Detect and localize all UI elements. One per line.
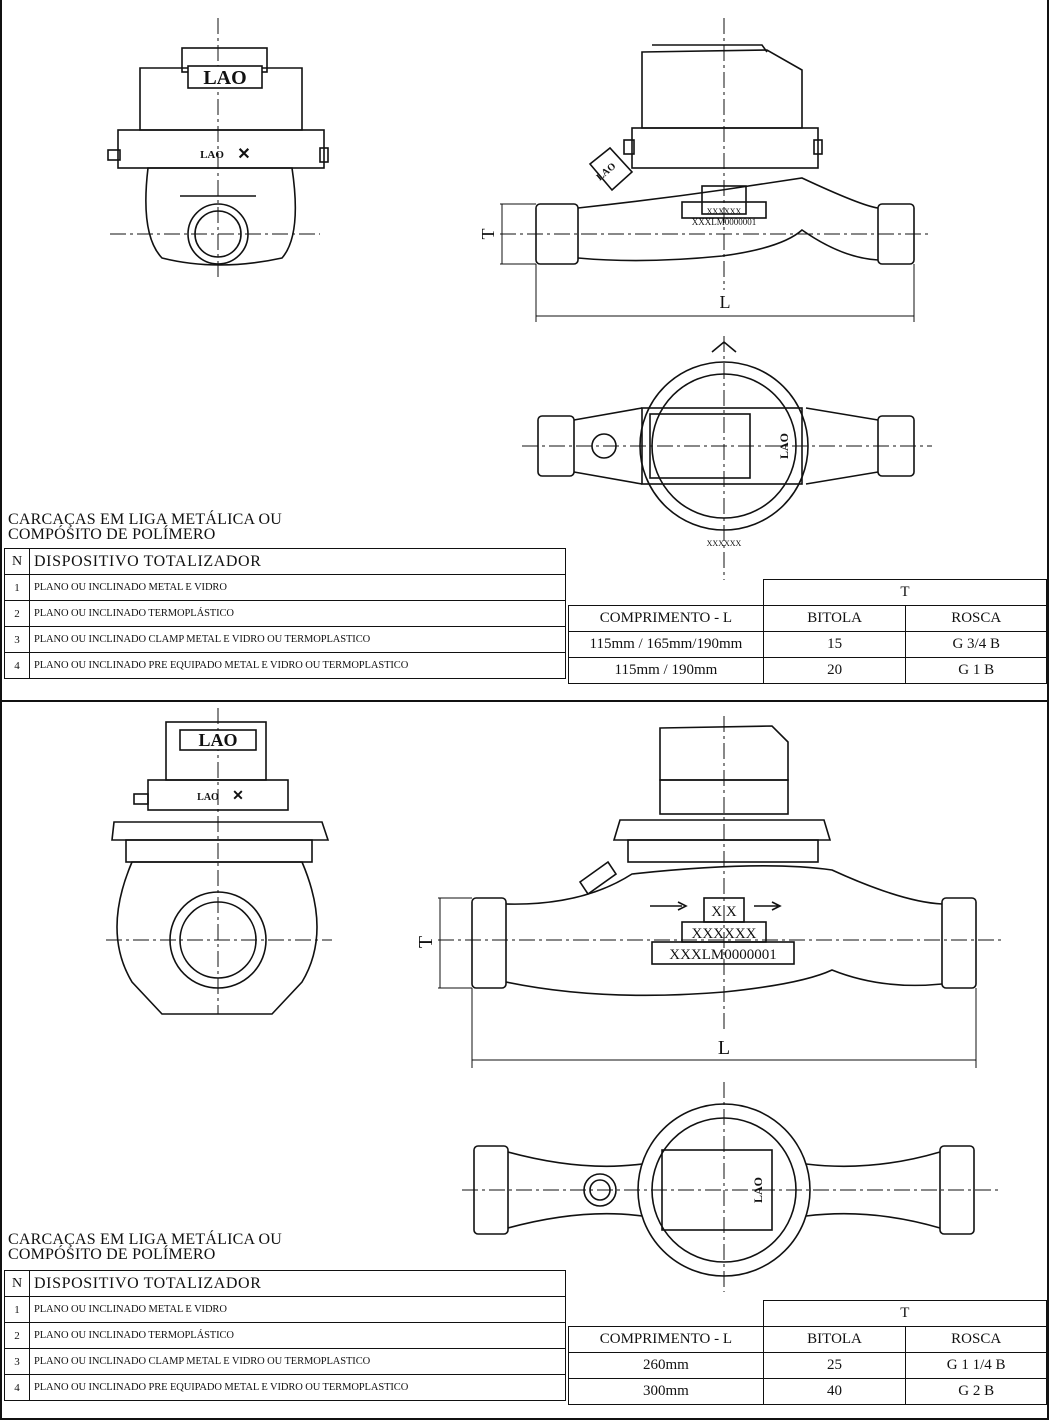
svg-text:✕: ✕ bbox=[237, 146, 250, 163]
bottom-front-brand: LAO bbox=[198, 730, 237, 750]
bottom-front-view: LAO LAO ✕ bbox=[106, 708, 332, 1015]
top-title-line2: COMPÓSITO DE POLÍMERO bbox=[8, 526, 216, 543]
top-dim-group-header: T bbox=[762, 579, 1048, 606]
bottom-dim-col-bitola: BITOLA bbox=[762, 1326, 907, 1353]
bottom-front-brand-small: LAO bbox=[197, 792, 219, 803]
top-device-header-n: N bbox=[4, 548, 30, 575]
top-side-badge-code: XXXXXX bbox=[707, 207, 742, 216]
top-dim-t: T bbox=[478, 229, 498, 240]
bottom-side-badge-xx: X X bbox=[711, 904, 737, 920]
top-title: CARCAÇAS EM LIGA METÁLICA OU COMPÓSITO D… bbox=[8, 511, 283, 543]
bottom-side-view: X X XXXXXX XXXLM0000001 T L bbox=[415, 716, 1002, 1068]
top-front-brand: LAO bbox=[203, 67, 246, 89]
top-side-view: LAO XXXXXX XXXLM0000001 T L bbox=[478, 18, 932, 322]
bottom-dim-group-header: T bbox=[762, 1300, 1048, 1327]
top-front-view: LAO LAO ✕ bbox=[107, 18, 329, 280]
bottom-dim-l: L bbox=[718, 1037, 730, 1059]
bottom-dim-t: T bbox=[415, 936, 437, 948]
top-dim-col-rosca: ROSCA bbox=[905, 605, 1047, 632]
top-plan-badge: XXXXXX bbox=[707, 539, 742, 548]
bottom-title: CARCAÇAS EM LIGA METÁLICA OU COMPÓSITO D… bbox=[8, 1231, 283, 1263]
bottom-device-header-label: DISPOSITIVO TOTALIZADOR bbox=[29, 1270, 566, 1297]
bottom-title-line2: COMPÓSITO DE POLÍMERO bbox=[8, 1246, 216, 1263]
top-title-line1: CARCAÇAS EM LIGA METÁLICA OU bbox=[8, 511, 283, 528]
svg-text:✕: ✕ bbox=[232, 789, 244, 804]
top-side-brand: LAO bbox=[595, 161, 619, 183]
top-dim-col-bitola: BITOLA bbox=[762, 605, 907, 632]
top-dim-l: L bbox=[720, 292, 731, 312]
bottom-plan-view: LAO bbox=[462, 1082, 1002, 1292]
top-sheet: LAO LAO ✕ LAO bbox=[0, 0, 1049, 702]
top-device-header-label: DISPOSITIVO TOTALIZADOR bbox=[29, 548, 566, 575]
bottom-side-badge-code: XXXXXX bbox=[692, 926, 757, 942]
bottom-plan-brand: LAO bbox=[751, 1177, 765, 1203]
top-dim-col-length: COMPRIMENTO - L bbox=[568, 605, 764, 632]
top-front-brand-small: LAO bbox=[200, 149, 224, 161]
top-drawings: LAO LAO ✕ LAO bbox=[107, 18, 932, 580]
top-side-badge-serial: XXXLM0000001 bbox=[692, 217, 757, 227]
bottom-dim-col-length: COMPRIMENTO - L bbox=[568, 1326, 764, 1353]
bottom-side-badge-serial: XXXLM0000001 bbox=[669, 947, 777, 963]
bottom-drawings: LAO LAO ✕ X X bbox=[106, 708, 1002, 1292]
bottom-sheet: LAO LAO ✕ X X bbox=[0, 700, 1049, 1420]
bottom-device-header-n: N bbox=[4, 1270, 30, 1297]
top-plan-brand: LAO bbox=[777, 433, 791, 459]
top-plan-view: XXXXXX LAO bbox=[522, 336, 932, 580]
bottom-title-line1: CARCAÇAS EM LIGA METÁLICA OU bbox=[8, 1231, 283, 1248]
bottom-dim-col-rosca: ROSCA bbox=[905, 1326, 1047, 1353]
